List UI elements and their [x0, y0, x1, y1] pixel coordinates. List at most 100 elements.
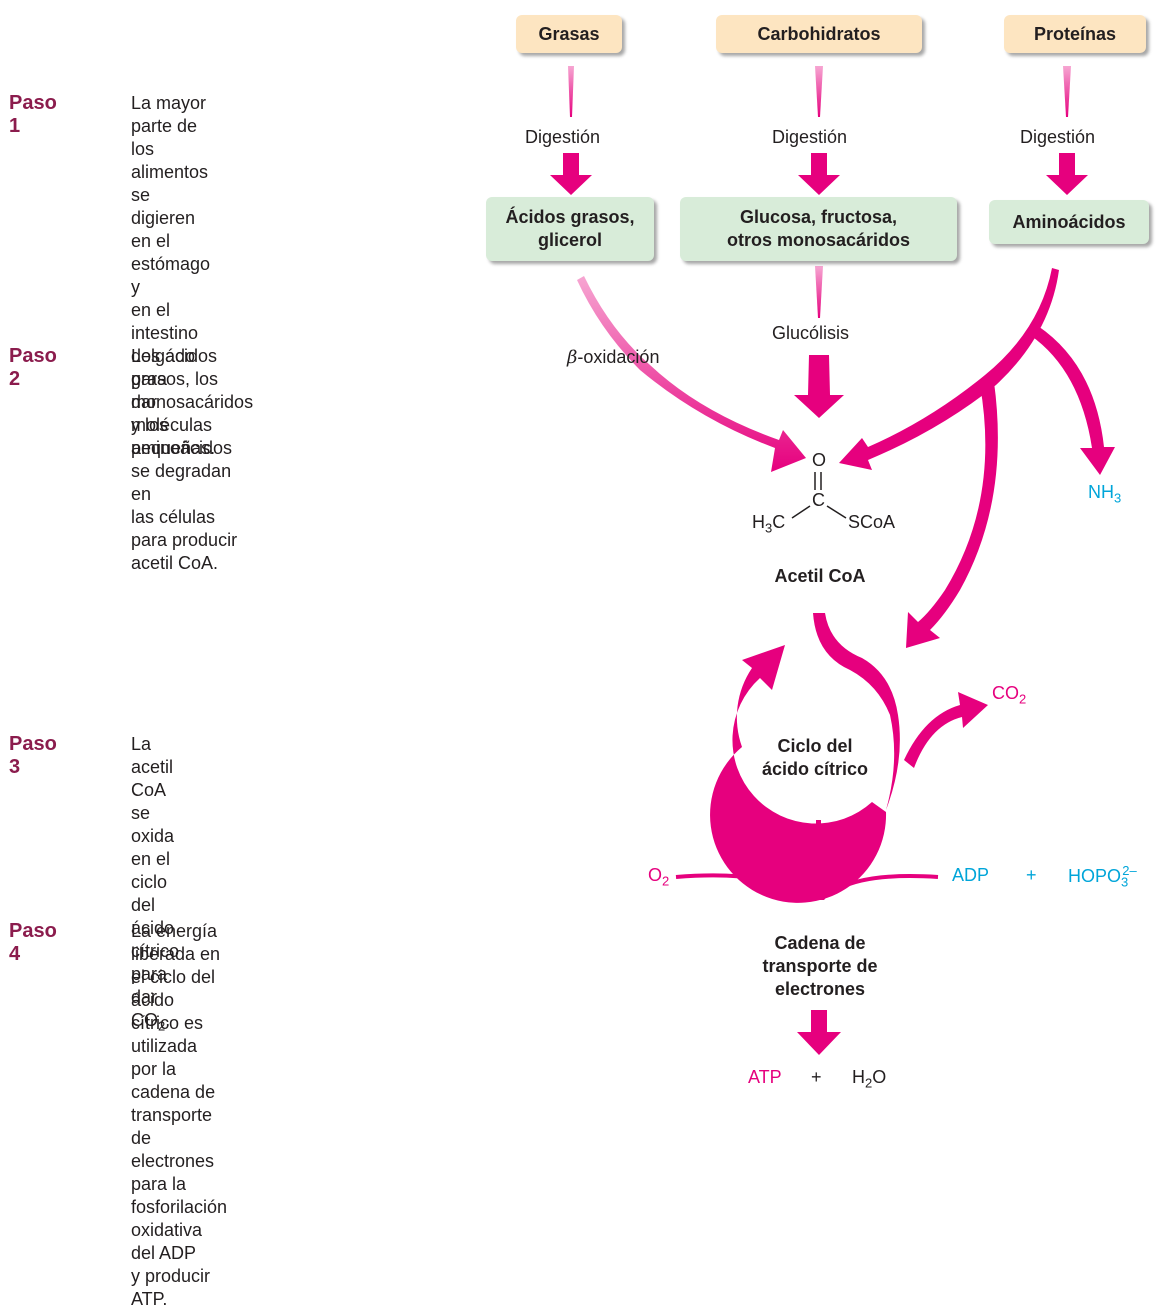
acetyl-entry-swoosh — [813, 613, 900, 810]
step-4-line: cítrico es utilizada por la cadena de — [131, 1013, 216, 1102]
step-1-line: se digieren en el estómago y — [131, 185, 211, 297]
o2-text: O — [648, 865, 663, 885]
acetyl-bond-left — [791, 505, 811, 519]
glycolysis-arrow — [794, 355, 844, 418]
atp-plus-sign: + — [811, 1067, 822, 1087]
hopo3-label: HOPO32– — [1068, 863, 1137, 890]
molecule-box-monosaccharides: Glucosa, fructosa, otros monosacáridos — [680, 197, 957, 261]
step-3-line-2-text: ácido cítrico para dar CO — [131, 918, 180, 1030]
acetyl-o-atom: O — [812, 450, 827, 470]
cycle-etc-connector — [816, 820, 821, 882]
step-2-line: y los aminoácidos se degradan en — [131, 415, 233, 504]
grasas-digestion-wedge — [568, 66, 574, 117]
step-1-line: dar moléculas pequeñas. — [131, 392, 216, 458]
h2o-label: H2O — [852, 1067, 886, 1091]
step-1-line: en el intestino delgado para — [131, 300, 199, 389]
adp-plus-sign: + — [1026, 865, 1037, 885]
o2-inflow-head — [773, 878, 805, 893]
step-3-line-2-end: . — [165, 1010, 171, 1030]
carbo-digestion-wedge — [815, 66, 823, 117]
nh3-label: NH3 — [1088, 482, 1121, 506]
acetyl-bonds — [791, 472, 847, 519]
step-3-line-2-sub: 2 — [158, 1018, 166, 1034]
hopo3-text: HOPO — [1068, 866, 1122, 886]
acetyl-scoa-group: SCoA — [848, 512, 896, 532]
step-4-line: La energía liberada en el ciclo del ácid… — [131, 921, 221, 1010]
step-4-line: transporte de electrones para la — [131, 1105, 215, 1194]
h2o-h: H — [852, 1067, 865, 1087]
hopo3-charge: 2– — [1122, 863, 1137, 878]
step-4-line: fosforilación oxidativa del ADP — [131, 1197, 228, 1263]
digestion-label-proteinas: Digestión — [1020, 127, 1096, 147]
acetyl-methyl-c: C — [772, 512, 786, 532]
beta-oxidation-text: -oxidación — [577, 347, 660, 367]
step-3-line-2: ácido cítrico para dar CO2. — [131, 917, 179, 1038]
etc-label-line3: electrones — [774, 979, 866, 999]
food-box-grasas: Grasas — [516, 15, 622, 53]
step-1-line: La mayor parte de los alimentos — [131, 93, 209, 182]
step-3-text: La acetil CoA se oxida en el ciclo del á… — [131, 733, 179, 1038]
etc-label: Cadena de transporte de electrones — [720, 932, 920, 1001]
atp-label: ATP — [748, 1067, 782, 1087]
acetyl-methyl-h: H — [752, 512, 765, 532]
step-1-text: La mayor parte de los alimentos se digie… — [131, 92, 215, 460]
co2-text: CO — [992, 683, 1019, 703]
o2-label: O2 — [648, 865, 669, 889]
co2-label: CO2 — [992, 683, 1026, 707]
digestion-to-molecule-arrows — [550, 153, 1088, 195]
etc-atp-arrow — [797, 1010, 841, 1055]
nh3-sub: 3 — [1114, 490, 1122, 506]
step-4-title: Paso 4 — [9, 920, 57, 965]
acetyl-bond-right — [826, 505, 847, 519]
digestion-label-carbohidratos: Digestión — [772, 127, 848, 147]
o2-inflow-curve — [675, 873, 806, 895]
proteinas-molecule-arrow — [1046, 153, 1088, 195]
step-2-line: Los ácidos grasos, los monosacáridos — [131, 346, 254, 412]
citric-cycle-label: Ciclo del ácido cítrico — [735, 735, 895, 781]
h2o-sub: 2 — [865, 1075, 873, 1091]
citric-cycle-label-line1: Ciclo del — [777, 736, 853, 756]
carbo-molecule-arrow — [798, 153, 840, 195]
beta-symbol: β — [567, 347, 578, 368]
step-1-title: Paso 1 — [9, 92, 57, 137]
molecule-box-fatty-acids: Ácidos grasos, glicerol — [486, 197, 654, 261]
molecule-box-monosaccharides-line2: otros monosacáridos — [726, 230, 911, 250]
food-box-proteinas: Proteínas — [1004, 15, 1146, 53]
hopo3-sub: 3 — [1121, 874, 1129, 890]
acetyl-coa-name: Acetil CoA — [774, 566, 866, 586]
molecule-box-fatty-acids-line1: Ácidos grasos, — [505, 207, 635, 227]
beta-oxidation-label: β-oxidación — [567, 347, 659, 368]
h2o-o: O — [872, 1067, 887, 1087]
glycolysis-label: Glucólisis — [772, 323, 850, 343]
adp-label: ADP — [952, 865, 990, 885]
co2-sub: 2 — [1019, 691, 1027, 707]
molecule-box-fatty-acids-line2: glicerol — [537, 230, 603, 250]
step-2-line: las células para producir acetil CoA. — [131, 507, 238, 573]
step-2-title: Paso 2 — [9, 345, 57, 390]
step-4-line: y producir ATP. — [131, 1266, 211, 1309]
citric-cycle-ring — [710, 645, 887, 903]
etc-label-line1: Cadena de — [774, 933, 866, 953]
amino-acid-cycle-arrow — [906, 382, 998, 648]
glucose-glycolysis-wedge — [815, 266, 823, 318]
digestion-arrows — [568, 66, 1071, 117]
molecule-box-amino-acids: Aminoácidos — [989, 200, 1149, 244]
molecule-box-monosaccharides-line1: Glucosa, fructosa, — [739, 207, 898, 227]
citric-cycle-label-line2: ácido cítrico — [761, 759, 869, 779]
beta-oxidation-arrow — [577, 276, 806, 472]
acetyl-methyl-group: H3C — [752, 512, 785, 536]
o2-sub: 2 — [662, 873, 670, 889]
etc-label-line2: transporte de — [762, 956, 878, 976]
co2-arrow — [904, 692, 988, 768]
etc-converge-fill — [780, 878, 860, 900]
nh3-text: NH — [1088, 482, 1114, 502]
pathway-arrows — [550, 66, 1115, 1055]
nh3-arrow — [1030, 326, 1115, 475]
step-3-title: Paso 3 — [9, 733, 57, 778]
amino-acid-acetyl-arrow — [839, 268, 1059, 470]
proteinas-digestion-wedge — [1063, 66, 1071, 117]
acetyl-c-atom: C — [812, 490, 825, 510]
grasas-molecule-arrow — [550, 153, 592, 195]
digestion-label-grasas: Digestión — [525, 127, 601, 147]
step-2-text: Los ácidos grasos, los monosacáridos y l… — [131, 345, 253, 575]
